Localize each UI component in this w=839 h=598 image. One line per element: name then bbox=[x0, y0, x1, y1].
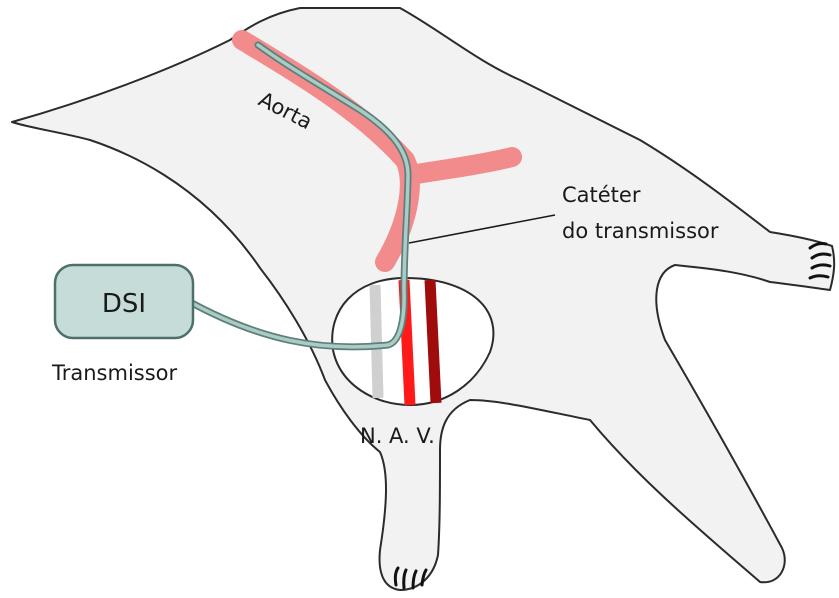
transmitter-label: Transmissor bbox=[51, 361, 178, 385]
femoral-nerve bbox=[375, 285, 378, 398]
femoral-vein bbox=[430, 280, 436, 403]
device-label: DSI bbox=[102, 289, 146, 319]
dsi-transmitter-device: DSI bbox=[55, 265, 193, 338]
catheter-label-line2: do transmissor bbox=[562, 219, 719, 243]
catheter-label-line1: Catéter bbox=[562, 183, 641, 207]
nav-label: N. A. V. bbox=[360, 424, 435, 448]
